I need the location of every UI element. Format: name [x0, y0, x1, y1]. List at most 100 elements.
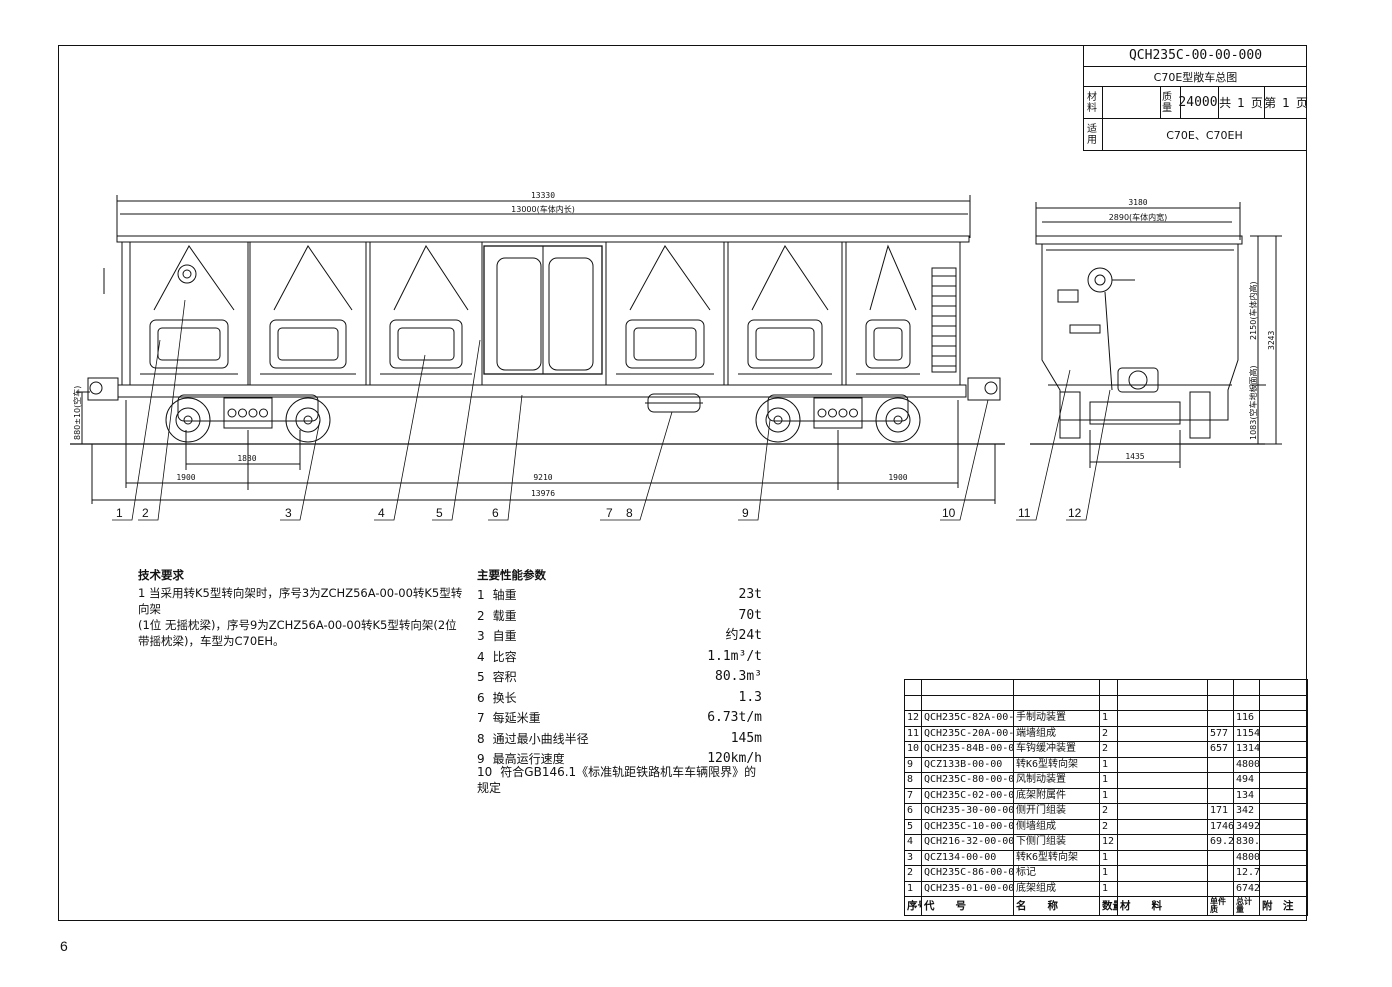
dim-total-height: 3243 — [1267, 331, 1276, 350]
lower-door-inner — [633, 327, 697, 361]
parts-cell-name: 标记 — [1013, 865, 1100, 882]
technical-requirements: 技术要求 1 当采用转K5型转向架时，序号3为ZCHZ56A-00-00转K5型… — [138, 567, 468, 649]
parts-cell-total: 342 — [1233, 803, 1260, 820]
parts-cell-no: 2 — [904, 865, 922, 882]
page-unit-1: 页 — [1250, 96, 1263, 110]
page-number: 6 — [60, 938, 68, 954]
lower-door-inner — [277, 327, 339, 361]
requirements-line-1: 1 当采用转K5型转向架时，序号3为ZCHZ56A-00-00转K5型转向架 — [138, 586, 463, 616]
callout-10: 10 — [942, 506, 956, 520]
parts-cell-remark — [1259, 865, 1308, 882]
parts-cell-total: 6742 — [1233, 880, 1260, 897]
dimension-texts: 13330 13000(车体内长) 880±10(空车) 1830 1900 9… — [72, 191, 1276, 498]
param-label: 载重 — [492, 608, 517, 623]
parts-cell-total: 830.4 — [1233, 834, 1260, 851]
parts-header-unit: 单件 质 — [1207, 896, 1234, 916]
parts-cell-unit — [1207, 849, 1234, 866]
dim-9210: 9210 — [533, 473, 552, 482]
parts-cell-material — [1117, 880, 1208, 897]
param-number: 8 — [477, 731, 485, 746]
wheel-hub — [175, 407, 201, 433]
material-label: 材料 — [1084, 87, 1103, 118]
callout-3: 3 — [285, 506, 292, 520]
parts-header-qty: 数量 — [1099, 896, 1118, 916]
callout-5: 5 — [436, 506, 443, 520]
parts-cell-code: QCH235C-10-00-000 — [921, 818, 1014, 835]
param-number: 1 — [477, 588, 485, 603]
spring — [838, 408, 848, 418]
dim-height-note: 880±10(空车) — [72, 386, 82, 440]
parts-cell-total: 4800 — [1233, 849, 1260, 866]
parts-cell-code: QCZ133B-00-00 — [921, 756, 1014, 773]
page-unit-2: 页 — [1295, 96, 1308, 110]
parts-cell-total: 3492 — [1233, 818, 1260, 835]
param-value: 1.3 — [738, 689, 762, 705]
wheel — [755, 397, 801, 443]
wheel — [285, 397, 331, 443]
axle — [183, 415, 193, 425]
parts-cell-material — [1117, 725, 1208, 742]
callout-7: 7 — [606, 506, 613, 520]
diagonal-brace — [869, 244, 917, 311]
callout-8: 8 — [626, 506, 633, 520]
dim-1900-right: 1900 — [888, 473, 907, 482]
side-view — [70, 195, 1005, 504]
diagonal-brace — [629, 245, 711, 311]
parts-cell-remark — [1259, 787, 1308, 804]
parts-cell-qty: 12 — [1099, 834, 1118, 851]
parts-cell-material — [1117, 710, 1208, 727]
parts-cell-name: 端墙组成 — [1013, 725, 1100, 742]
dim-1900-left: 1900 — [176, 473, 195, 482]
end-view — [1030, 202, 1282, 468]
lower-door-inner — [755, 327, 815, 361]
parts-cell-qty: 2 — [1099, 741, 1118, 758]
axle — [303, 415, 313, 425]
dim-overall-length: 13330 — [531, 191, 555, 200]
parts-cell-unit: 577 — [1207, 725, 1234, 742]
diagonal-brace — [393, 244, 469, 311]
axle — [893, 415, 903, 425]
parts-cell-code: QCH235-30-00-000 — [921, 803, 1014, 820]
bolster — [223, 397, 273, 429]
parts-cell-total: 4800 — [1233, 756, 1260, 773]
parts-cell-code: QCH235-84B-00-000 — [921, 741, 1014, 758]
parts-cell-name: 底架组成 — [1013, 880, 1100, 897]
dim-width: 3180 — [1128, 198, 1147, 207]
parts-cell-code: QCH235C-80-00-000 — [921, 772, 1014, 789]
param-value: 6.73t/m — [707, 710, 762, 726]
parts-cell-total: 134 — [1233, 787, 1260, 804]
parts-cell-no: 1 — [904, 880, 922, 897]
param-value: 1.1m³/t — [707, 648, 762, 664]
parts-cell-material — [1117, 787, 1208, 804]
parts-header-name: 名 称 — [1013, 896, 1100, 916]
dim-inner-height: 2150(车体内高) — [1248, 281, 1258, 340]
parts-cell-qty: 1 — [1099, 880, 1118, 897]
parts-cell-total: 12.7 — [1233, 865, 1260, 882]
parts-cell-code: QCH235-01-00-000 — [921, 880, 1014, 897]
param-number: 3 — [477, 629, 485, 644]
spring — [227, 408, 237, 418]
parts-cell-material — [1117, 818, 1208, 835]
spring — [259, 408, 268, 418]
parts-cell-qty: 2 — [1099, 818, 1118, 835]
parts-cell-qty: 1 — [1099, 710, 1118, 727]
end-leaders — [1016, 369, 1111, 521]
parts-header-no: 序号 — [904, 896, 922, 916]
parts-cell-no: 10 — [904, 741, 922, 758]
side-leaders — [112, 299, 989, 521]
parts-cell-material — [1117, 741, 1208, 758]
